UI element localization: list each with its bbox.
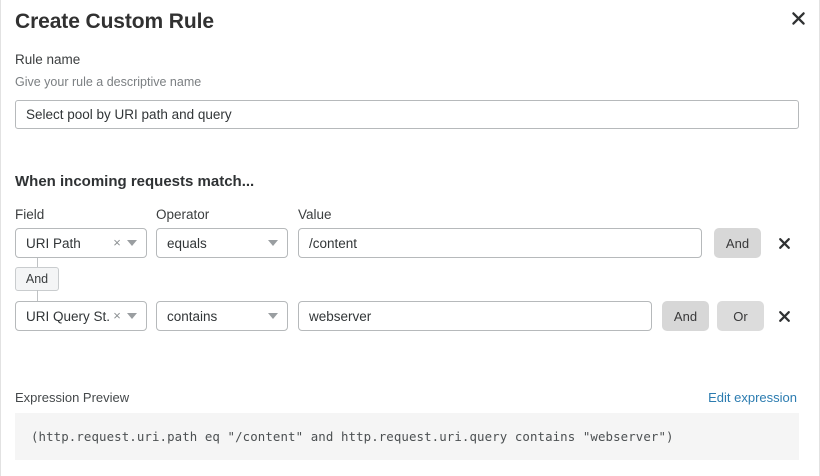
expression-preview-label: Expression Preview: [15, 390, 130, 405]
rule-name-input[interactable]: [15, 100, 799, 129]
chevron-down-icon[interactable]: [124, 313, 140, 319]
field-select-1[interactable]: URI Path ×: [15, 228, 147, 258]
and-button-1[interactable]: And: [714, 228, 761, 258]
chevron-down-icon[interactable]: [265, 240, 281, 246]
edit-expression-link[interactable]: Edit expression: [708, 390, 797, 405]
expression-preview-code: (http.request.uri.path eq "/content" and…: [31, 429, 674, 444]
operator-select-2[interactable]: contains: [156, 301, 288, 331]
operator-select-1-value: equals: [167, 235, 207, 251]
condition-row: URI Query St... × contains And Or: [1, 301, 820, 331]
operator-select-1[interactable]: equals: [156, 228, 288, 258]
clear-icon[interactable]: ×: [113, 235, 121, 250]
chevron-down-icon[interactable]: [265, 313, 281, 319]
rule-name-help-text: Give your rule a descriptive name: [15, 75, 202, 89]
rule-name-label: Rule name: [15, 52, 81, 67]
field-select-2[interactable]: URI Query St... ×: [15, 301, 147, 331]
column-header-operator: Operator: [156, 207, 210, 222]
field-select-1-value: URI Path: [26, 235, 81, 251]
connector-line-top: [37, 258, 38, 269]
remove-condition-icon-2[interactable]: [773, 301, 795, 331]
close-icon[interactable]: [786, 6, 810, 30]
chevron-down-icon[interactable]: [124, 240, 140, 246]
operator-select-2-value: contains: [167, 308, 218, 324]
expression-preview-box: (http.request.uri.path eq "/content" and…: [15, 413, 799, 460]
column-header-field: Field: [15, 207, 45, 222]
value-input-2[interactable]: [298, 301, 652, 331]
group-connector-and-badge[interactable]: And: [15, 267, 59, 291]
and-button-2[interactable]: And: [662, 301, 709, 331]
field-select-2-value: URI Query St...: [26, 308, 110, 324]
connector-line-bottom: [37, 290, 38, 301]
remove-condition-icon-1[interactable]: [773, 228, 795, 258]
clear-icon[interactable]: ×: [113, 308, 121, 323]
column-header-value: Value: [298, 207, 332, 222]
page-title: Create Custom Rule: [15, 10, 214, 33]
match-section-heading: When incoming requests match...: [15, 173, 255, 190]
value-input-1[interactable]: [298, 228, 702, 258]
or-button-2[interactable]: Or: [717, 301, 764, 331]
condition-row: URI Path × equals And: [1, 228, 820, 258]
